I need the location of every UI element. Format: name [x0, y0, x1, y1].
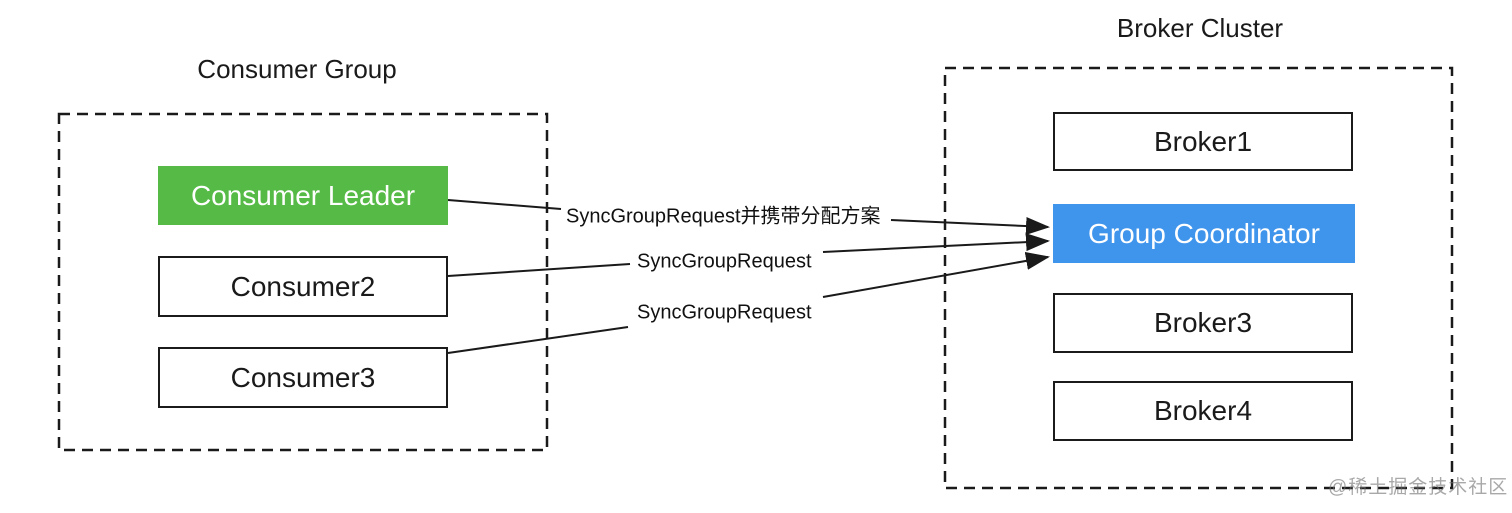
consumer3-node: Consumer3 — [158, 347, 448, 408]
arrow-label-leader-sync: SyncGroupRequest并携带分配方案 — [566, 205, 881, 228]
arrow-consumer3-segment-a — [447, 326, 629, 354]
arrow-consumer2-segment-a — [447, 263, 631, 277]
arrow-consumer2-segment-b — [822, 233, 1050, 253]
broker1-node: Broker1 — [1053, 112, 1353, 171]
consumer-group-title: Consumer Group — [197, 54, 397, 84]
arrow-leader-segment-b — [890, 217, 1050, 236]
arrow-label-consumer2-sync: SyncGroupRequest — [637, 250, 812, 273]
arrow-label-consumer3-sync: SyncGroupRequest — [637, 301, 812, 324]
consumer-leader-node: Consumer Leader — [158, 166, 448, 225]
broker-cluster-dashed-border — [943, 66, 1454, 490]
consumer2-node: Consumer2 — [158, 256, 448, 317]
broker-cluster-title: Broker Cluster — [1116, 13, 1284, 43]
watermark: @稀土掘金技术社区 — [1328, 477, 1509, 498]
arrow-leader-segment-a — [447, 199, 562, 210]
arrow-consumer3-segment-b — [822, 251, 1050, 298]
broker3-node: Broker3 — [1053, 293, 1353, 353]
consumer-group-dashed-border — [57, 112, 549, 452]
broker4-node: Broker4 — [1053, 381, 1353, 441]
group-coordinator-node: Group Coordinator — [1053, 204, 1355, 263]
